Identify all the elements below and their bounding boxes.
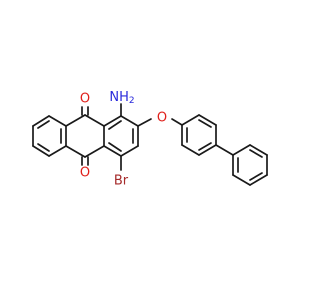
atom-label-amine: NH2 <box>109 90 134 106</box>
atom-label-ether-oxygen: O <box>157 111 167 126</box>
atom-label-bromine: Br <box>114 174 129 189</box>
amine-symbol: NH <box>109 90 129 105</box>
terminal-phenyl-ring <box>232 144 268 186</box>
structure-canvas: O O NH2 O Br <box>32 89 268 189</box>
substituted-ring <box>103 115 139 157</box>
atom-label-oxygen-bottom: O <box>80 166 90 181</box>
ether-bond-right <box>171 118 183 126</box>
atom-label-oxygen-top: O <box>80 92 90 107</box>
carbonyl-bonds <box>81 106 89 166</box>
central-quinone-ring <box>65 114 105 158</box>
biphenyl-bond <box>215 144 234 156</box>
left-benzene-ring <box>32 115 67 157</box>
amine-subscript: 2 <box>129 96 135 106</box>
ether-bond-left <box>137 118 152 127</box>
molecule-diagram: O O NH2 O Br <box>32 90 268 189</box>
phenoxy-ring <box>181 114 217 156</box>
